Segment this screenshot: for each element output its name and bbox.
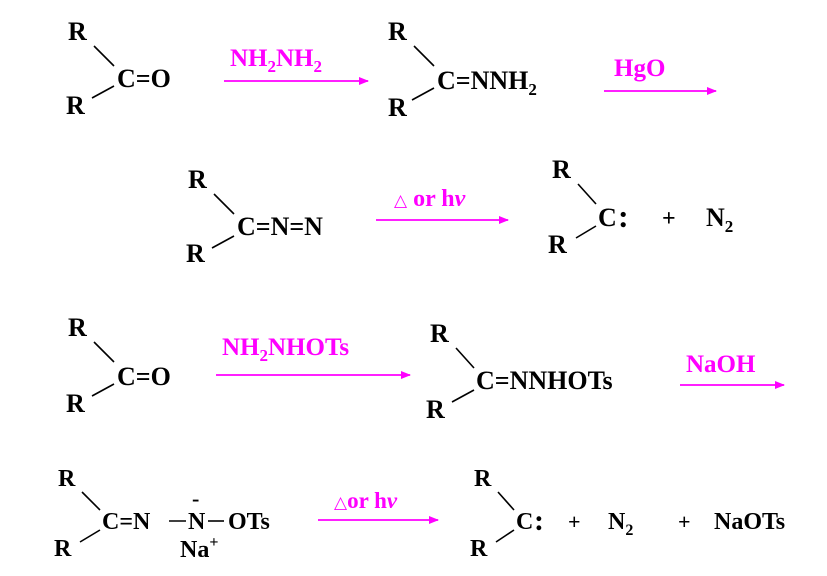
- sodium-tosylate: NaOTs: [714, 509, 785, 535]
- bond-r-c-top: [413, 45, 435, 67]
- carbene-carbon: C: [598, 203, 617, 232]
- arrow-tosylhydrazine: NH2NHOTs: [216, 334, 411, 379]
- carbene-product-1: R R C : + N2: [548, 155, 733, 259]
- hydrazone-group: C=NNH2: [437, 66, 537, 99]
- bond-r-c-bottom: [575, 225, 597, 239]
- negative-charge: -: [192, 486, 199, 511]
- bond-r-c-bottom: [91, 383, 115, 397]
- r-group-bottom: R: [548, 230, 567, 259]
- ketone-reactant-2: R R C=O: [66, 313, 171, 418]
- ketone-reactant-1: R R C=O: [66, 17, 171, 120]
- bond-r-c-bottom: [211, 235, 235, 249]
- sodium-counterion: Na+: [180, 534, 218, 563]
- r-group-top: R: [430, 319, 449, 348]
- r-group-bottom: R: [186, 239, 205, 268]
- bond-r-c-bottom: [495, 529, 515, 543]
- nitrogen-gas: N2: [608, 509, 633, 539]
- bond-r-c-bottom: [91, 85, 115, 99]
- bond-r-c-top: [93, 45, 115, 67]
- plus-sign: +: [678, 509, 691, 534]
- bond-r-c-bottom: [79, 529, 101, 543]
- arrow-heat-or-light-1: △ or hν: [376, 186, 509, 224]
- bond-r-c-bottom: [411, 87, 435, 101]
- carbonyl-group: C=O: [117, 362, 171, 391]
- plus-sign: +: [568, 509, 581, 534]
- arrow-hgo: HgO: [604, 55, 717, 95]
- carbene-carbon: C: [516, 509, 533, 535]
- r-group-top: R: [388, 17, 407, 46]
- arrow-hydrazine: NH2NH2: [224, 45, 369, 85]
- lone-pair-dots: :: [618, 198, 629, 234]
- sodium-salt-intermediate: R R C=N - N OTs Na+: [54, 466, 270, 563]
- reagent-naoh: NaOH: [686, 351, 756, 378]
- nitrogen-gas: N2: [706, 203, 733, 236]
- r-group-bottom: R: [66, 389, 85, 418]
- c-n-double-bond: C=N: [102, 509, 151, 535]
- bond-r-c-top: [497, 491, 515, 511]
- reagent-hgo: HgO: [614, 55, 665, 82]
- r-group-top: R: [188, 165, 207, 194]
- diazo-compound: R R C=N=N: [186, 165, 323, 268]
- plus-sign: +: [662, 206, 676, 232]
- r-group-top: R: [474, 466, 492, 492]
- r-group-top: R: [68, 17, 87, 46]
- bond-r-c-bottom: [451, 389, 475, 403]
- bond-r-c-top: [81, 491, 101, 511]
- r-group-bottom: R: [66, 91, 85, 120]
- r-group-top: R: [58, 466, 76, 492]
- carbonyl-group: C=O: [117, 64, 171, 93]
- lone-pair-dots: :: [534, 504, 544, 537]
- r-group-bottom: R: [54, 536, 72, 562]
- r-group-top: R: [68, 313, 87, 342]
- bond-r-c-top: [93, 341, 115, 363]
- tosylate-group: OTs: [228, 509, 270, 535]
- r-group-bottom: R: [470, 536, 488, 562]
- hydrazone-intermediate: R R C=NNH2: [388, 17, 537, 122]
- reagent-heat-or-light: △or hν: [334, 488, 398, 513]
- r-group-bottom: R: [388, 93, 407, 122]
- arrow-heat-or-light-2: △or hν: [318, 488, 439, 524]
- reagent-heat-or-light: △ or hν: [394, 186, 466, 212]
- arrow-naoh: NaOH: [680, 351, 785, 389]
- bond-r-c-top: [577, 183, 597, 205]
- tosylhydrazone-group: C=NNHOTs: [476, 366, 613, 395]
- reagent-tosylhydrazine: NH2NHOTs: [222, 334, 349, 365]
- bond-r-c-top: [213, 193, 235, 215]
- tosylhydrazone-intermediate: R R C=NNHOTs: [426, 319, 613, 424]
- anionic-nitrogen: N: [188, 509, 206, 535]
- r-group-bottom: R: [426, 395, 445, 424]
- carbene-product-2: R R C : + N2 + NaOTs: [470, 466, 785, 562]
- bond-r-c-top: [455, 347, 475, 369]
- r-group-top: R: [552, 155, 571, 184]
- diazo-group: C=N=N: [237, 212, 323, 241]
- reagent-hydrazine: NH2NH2: [230, 45, 322, 76]
